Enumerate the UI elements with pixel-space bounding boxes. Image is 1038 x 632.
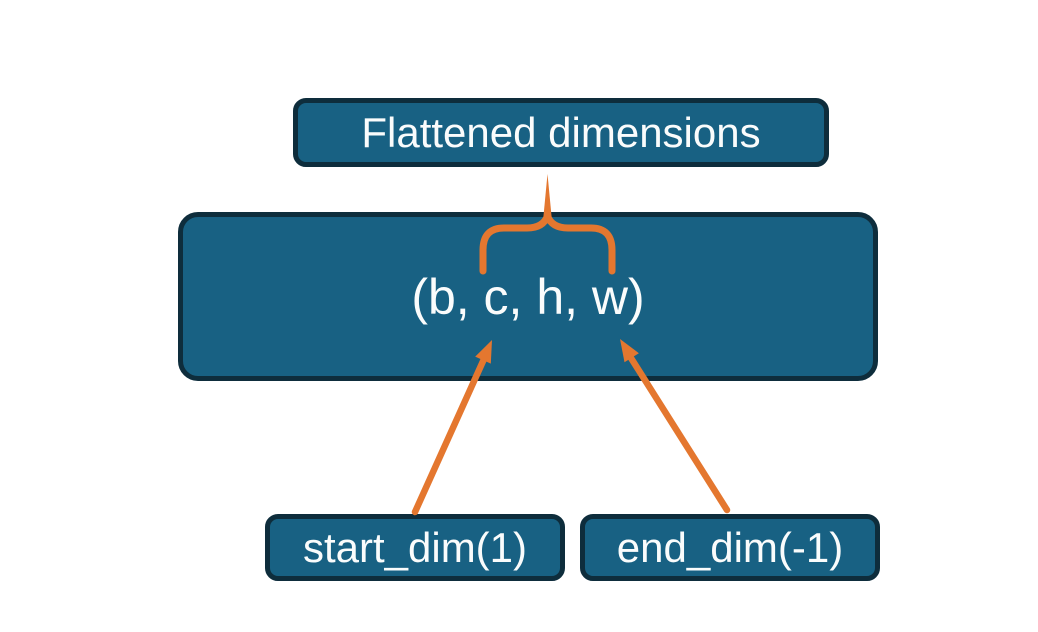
node-tensor-shape-label: (b, c, h, w)	[411, 268, 645, 325]
node-end-dim: end_dim(-1)	[580, 514, 880, 581]
start-dim-arrow-shaft	[411, 355, 488, 516]
node-end-dim-label: end_dim(-1)	[616, 523, 844, 571]
node-start-dim-label: start_dim(1)	[302, 523, 528, 571]
node-tensor-shape: (b, c, h, w)	[178, 212, 878, 381]
node-flattened-dimensions-label: Flattened dimensions	[361, 108, 761, 156]
node-start-dim: start_dim(1)	[265, 514, 565, 581]
node-flattened-dimensions: Flattened dimensions	[293, 98, 829, 167]
